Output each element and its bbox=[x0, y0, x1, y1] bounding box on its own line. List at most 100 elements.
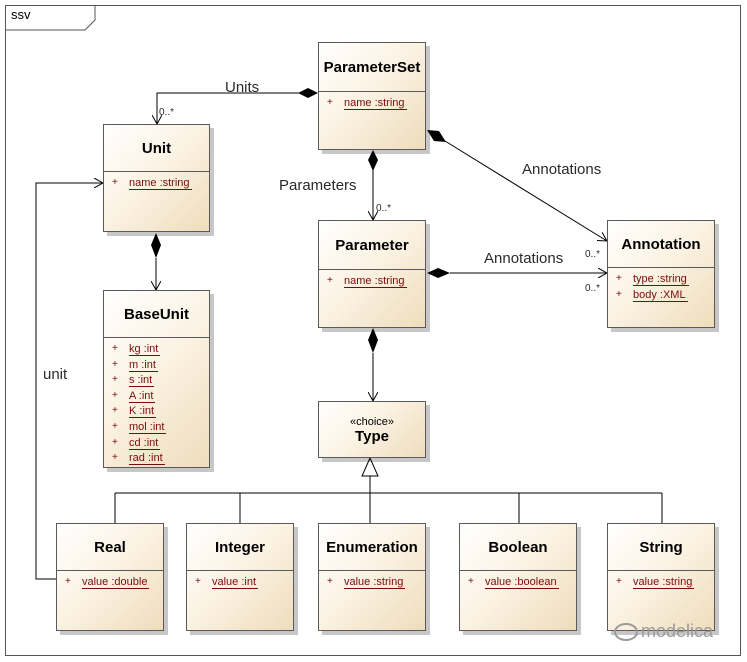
attribute-row[interactable]: + rad :int bbox=[104, 452, 209, 468]
attribute-row[interactable]: +name :string bbox=[319, 275, 425, 291]
visibility-marker: + bbox=[65, 576, 71, 587]
class-baseunit[interactable]: BaseUnit+kg :int+m :int+s :int+A :int+K … bbox=[103, 290, 210, 468]
attribute-text: mol :int bbox=[129, 420, 167, 434]
attribute-text: value :string bbox=[344, 576, 406, 589]
attribute-row[interactable]: +type :string bbox=[608, 273, 714, 289]
attribute-text: body :XML bbox=[633, 288, 688, 302]
attribute-row[interactable]: +A :int bbox=[104, 390, 209, 406]
class-name: ParameterSet bbox=[323, 58, 421, 76]
attribute-compartment: +type :string+ body :XML bbox=[608, 267, 714, 327]
class-name: String bbox=[639, 538, 683, 556]
attribute-text: name :string bbox=[344, 275, 407, 288]
param-annotations-label: Annotations bbox=[484, 250, 564, 267]
attribute-compartment: + value :boolean bbox=[460, 570, 576, 630]
parameters-association-label: Parameters bbox=[279, 177, 357, 194]
class-header: Integer bbox=[187, 524, 293, 571]
generalization-lines bbox=[114, 476, 663, 523]
attribute-text: rad :int bbox=[129, 452, 165, 466]
attribute-text: value :string bbox=[633, 576, 695, 589]
visibility-marker: + bbox=[112, 452, 118, 464]
attribute-text: name :string bbox=[344, 97, 407, 110]
class-boolean[interactable]: Boolean + value :boolean bbox=[459, 523, 577, 631]
attribute-row[interactable]: +K :int bbox=[104, 405, 209, 421]
class-name: Annotation bbox=[621, 235, 701, 253]
class-header: ParameterSet bbox=[319, 43, 425, 92]
set-annotations-label: Annotations bbox=[522, 161, 602, 178]
frame-label: ssv bbox=[11, 7, 31, 22]
chat-bubble-icon bbox=[614, 623, 638, 642]
visibility-marker: + bbox=[195, 576, 201, 587]
class-header: Parameter bbox=[319, 221, 425, 270]
set-annotations-association-line bbox=[444, 140, 607, 241]
visibility-marker: + bbox=[616, 273, 622, 284]
class-header: Real bbox=[57, 524, 163, 571]
class-annotation[interactable]: Annotation +type :string+ body :XML bbox=[607, 220, 715, 328]
class-parameter[interactable]: Parameter +name :string bbox=[318, 220, 426, 328]
class-name: Unit bbox=[141, 139, 172, 157]
type-composition-diamond bbox=[368, 328, 378, 353]
units-association-label: Units bbox=[225, 79, 260, 96]
units-association-line bbox=[157, 92, 300, 124]
visibility-marker: + bbox=[616, 576, 622, 587]
attribute-row[interactable]: + value :double bbox=[57, 576, 163, 592]
attribute-text: value :double bbox=[82, 576, 150, 589]
attribute-text: m :int bbox=[129, 358, 158, 372]
attribute-compartment: +value :string bbox=[319, 570, 425, 630]
set-annotations-multiplicity: 0..* bbox=[585, 249, 601, 260]
set-annotations-composition-diamond bbox=[427, 130, 446, 142]
attribute-row[interactable]: + value :boolean bbox=[460, 576, 576, 592]
class-name: Real bbox=[94, 538, 126, 556]
class-header: «choice»Type bbox=[319, 402, 425, 458]
class-real[interactable]: Real + value :double bbox=[56, 523, 164, 631]
class-enumeration[interactable]: Enumeration +value :string bbox=[318, 523, 426, 631]
attribute-row[interactable]: + value :int bbox=[187, 576, 293, 592]
attribute-row[interactable]: + name :string bbox=[104, 177, 209, 193]
class-name: Boolean bbox=[488, 538, 548, 556]
attribute-row[interactable]: +s :int bbox=[104, 374, 209, 390]
visibility-marker: + bbox=[616, 288, 622, 300]
attribute-row[interactable]: +name :string bbox=[319, 97, 425, 113]
class-name: Type bbox=[355, 427, 389, 445]
unit-reference-line bbox=[35, 183, 103, 580]
class-unit[interactable]: Unit + name :string bbox=[103, 124, 210, 232]
attribute-row[interactable]: +cd :int bbox=[104, 437, 209, 453]
attribute-compartment: + value :int bbox=[187, 570, 293, 630]
attribute-text: A :int bbox=[129, 389, 156, 403]
visibility-marker: + bbox=[468, 576, 474, 587]
generalization-triangle bbox=[361, 456, 379, 477]
visibility-marker: + bbox=[112, 405, 118, 417]
class-name: Parameter bbox=[335, 236, 409, 254]
parameters-multiplicity: 0..* bbox=[376, 203, 392, 214]
attribute-compartment: +name :string bbox=[319, 91, 425, 149]
class-string[interactable]: String + value :string bbox=[607, 523, 715, 631]
attribute-compartment: +kg :int+m :int+s :int+A :int+K :int+mol… bbox=[104, 337, 209, 467]
attribute-row[interactable]: +mol :int bbox=[104, 421, 209, 437]
attribute-text: value :boolean bbox=[485, 576, 559, 589]
visibility-marker: + bbox=[112, 358, 118, 370]
class-header: Annotation bbox=[608, 221, 714, 268]
attribute-compartment: +name :string bbox=[319, 269, 425, 327]
attribute-text: cd :int bbox=[129, 436, 161, 450]
class-parameterset[interactable]: ParameterSet +name :string bbox=[318, 42, 426, 150]
class-stereotype: «choice» bbox=[349, 415, 395, 428]
param-annotations-composition-diamond bbox=[427, 268, 450, 278]
baseunit-composition-diamond bbox=[151, 233, 161, 258]
attribute-row[interactable]: + m :int bbox=[104, 359, 209, 375]
attribute-row[interactable]: + body :XML bbox=[608, 289, 714, 305]
attribute-row[interactable]: + value :string bbox=[608, 576, 714, 592]
class-type[interactable]: «choice»Type bbox=[318, 401, 426, 458]
attribute-row[interactable]: +kg :int bbox=[104, 343, 209, 359]
attribute-row[interactable]: +value :string bbox=[319, 576, 425, 592]
attribute-text: name :string bbox=[129, 177, 192, 190]
watermark: modelica bbox=[614, 621, 713, 642]
watermark-text: modelica bbox=[641, 621, 714, 641]
attribute-compartment: + value :string bbox=[608, 570, 714, 630]
class-integer[interactable]: Integer + value :int bbox=[186, 523, 294, 631]
visibility-marker: + bbox=[112, 177, 118, 188]
unit-reference-label: unit bbox=[43, 366, 68, 383]
class-name: Enumeration bbox=[326, 538, 418, 556]
units-multiplicity: 0..* bbox=[159, 107, 175, 118]
attribute-text: value :int bbox=[212, 576, 259, 589]
class-header: Boolean bbox=[460, 524, 576, 571]
